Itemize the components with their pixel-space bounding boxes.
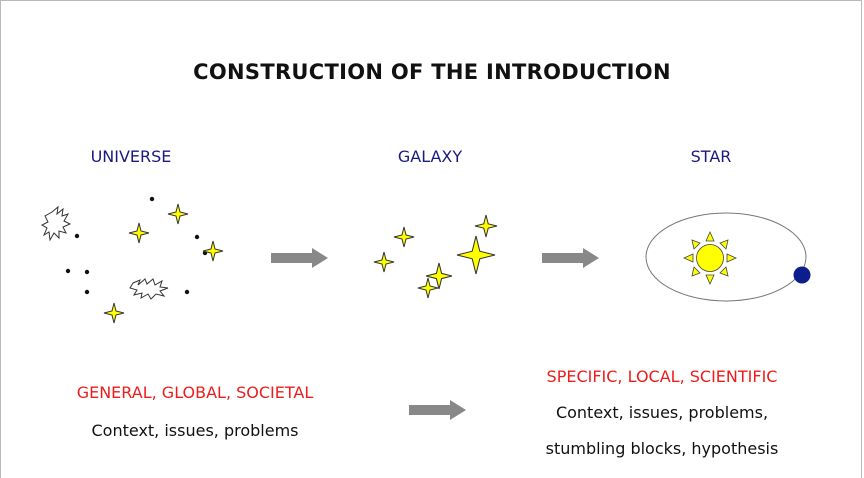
slide-title: CONSTRUCTION OF THE INTRODUCTION (193, 60, 671, 84)
universe-dot (149, 196, 155, 202)
universe-cluster (40, 196, 223, 323)
universe-dot (65, 268, 71, 274)
planet-icon (793, 266, 811, 284)
heading-star: STAR (690, 147, 732, 166)
heading-galaxy: GALAXY (397, 147, 463, 166)
universe-star-icon (203, 241, 223, 261)
right-line-1: Context, issues, problems, (555, 403, 769, 422)
arrow-general-to-specific (409, 400, 466, 420)
galaxy-cluster (374, 215, 497, 298)
slide-border-right (861, 0, 862, 478)
left-heading: GENERAL, GLOBAL, SOCIETAL (76, 383, 314, 402)
universe-dot (74, 233, 80, 239)
right-heading: SPECIFIC, LOCAL, SCIENTIFIC (546, 367, 778, 386)
orbit-ellipse (645, 212, 807, 302)
star-system (645, 212, 811, 302)
arrow-galaxy-to-star (542, 248, 599, 268)
universe-dot (194, 234, 200, 240)
galaxy-star-icon (374, 252, 394, 272)
universe-star-icon (129, 223, 149, 243)
slide-border-left (0, 0, 1, 478)
slide-border-top (0, 0, 862, 1)
universe-dot (84, 269, 90, 275)
arrow-universe-to-galaxy (271, 248, 328, 268)
galaxy-star-icon (394, 227, 414, 247)
universe-dot (184, 289, 190, 295)
right-line-2: stumbling blocks, hypothesis (545, 439, 779, 458)
universe-dot (84, 289, 90, 295)
sun-icon (683, 231, 737, 285)
left-line-1: Context, issues, problems (91, 421, 299, 440)
galaxy-star-icon (457, 236, 495, 274)
galaxy-star-icon (418, 278, 438, 298)
explosion-shape-icon (129, 278, 169, 300)
galaxy-star-icon (475, 215, 497, 237)
universe-star-icon (168, 204, 188, 224)
nebula-shape-icon (40, 205, 72, 242)
universe-star-icon (104, 303, 124, 323)
heading-universe: UNIVERSE (90, 147, 172, 166)
